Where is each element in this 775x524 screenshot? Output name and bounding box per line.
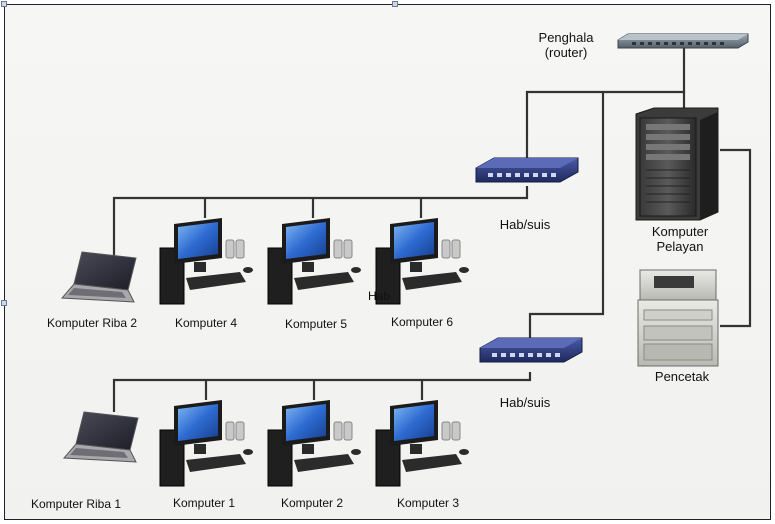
router-label-line2: (router) bbox=[544, 45, 588, 60]
label-komputer-4: Komputer 4 bbox=[174, 316, 238, 330]
server-device[interactable] bbox=[635, 107, 719, 221]
computer-3[interactable] bbox=[375, 400, 469, 487]
cable-trunk-bottom bbox=[528, 92, 605, 345]
label-komputer-1: Komputer 1 bbox=[172, 496, 236, 510]
label-komputer-5: Komputer 5 bbox=[284, 317, 348, 331]
label-komputer-riba-1: Komputer Riba 1 bbox=[30, 497, 122, 511]
resize-handle-topleft[interactable] bbox=[1, 1, 7, 7]
label-komputer-2: Komputer 2 bbox=[280, 496, 344, 510]
router-device[interactable] bbox=[617, 33, 749, 49]
switch-top-label: Hab/suis bbox=[499, 217, 551, 232]
server-label-line2: Pelayan bbox=[656, 239, 704, 254]
switch-top[interactable] bbox=[475, 157, 579, 183]
label-komputer-riba-2: Komputer Riba 2 bbox=[46, 316, 138, 330]
laptop-riba-1[interactable] bbox=[62, 411, 139, 463]
computer-2[interactable] bbox=[267, 400, 361, 487]
printer-label: Pencetak bbox=[654, 369, 710, 384]
resize-handle-top[interactable] bbox=[392, 1, 398, 7]
resize-handle-left[interactable] bbox=[1, 300, 7, 306]
switch-bottom[interactable] bbox=[479, 337, 583, 363]
label-komputer-3: Komputer 3 bbox=[396, 496, 460, 510]
printer-device[interactable] bbox=[637, 269, 719, 367]
computer-6[interactable] bbox=[375, 218, 469, 305]
computer-4[interactable] bbox=[159, 218, 253, 305]
label-komputer-6: Komputer 6 bbox=[390, 315, 454, 329]
server-label-line1: Komputer bbox=[651, 224, 709, 239]
cable-router-down bbox=[525, 48, 686, 160]
computer-5[interactable] bbox=[267, 218, 361, 305]
cable-top-bus bbox=[112, 186, 529, 258]
stray-hab-label: Hab bbox=[368, 289, 391, 303]
cable-server-printer bbox=[720, 148, 752, 328]
computer-1[interactable] bbox=[159, 400, 253, 487]
cable-bottom-bus bbox=[112, 372, 532, 412]
router-label-line1: Penghala bbox=[538, 30, 594, 45]
laptop-riba-2[interactable] bbox=[60, 251, 137, 303]
cables bbox=[112, 48, 752, 412]
switch-bottom-label: Hab/suis bbox=[499, 395, 551, 410]
